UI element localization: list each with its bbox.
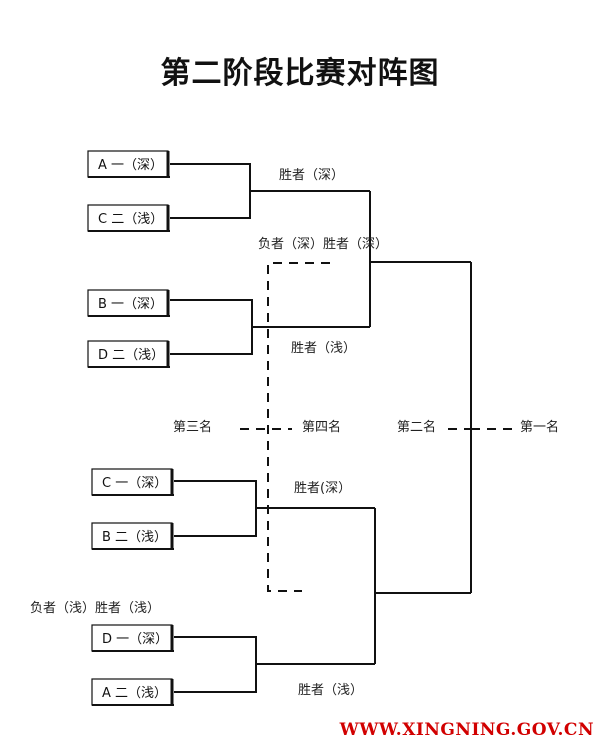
team-label-b2-shallow: B 二（浅）: [102, 530, 167, 545]
team-box-d1-deep: D 一（深）: [91, 624, 174, 652]
team-label-c2-shallow: C 二（浅）: [98, 212, 163, 227]
connector-a1-c2: [170, 163, 251, 219]
team-label-d2-shallow: D 二（浅）: [98, 348, 164, 363]
team-label-a2-shallow: A 二（浅）: [102, 686, 167, 701]
label-third-place: 第三名: [173, 419, 212, 435]
connector-d1-a2: [174, 636, 257, 693]
label-first-place: 第一名: [520, 419, 559, 435]
connector-c1-b2: [174, 480, 257, 537]
bracket-lines: [170, 163, 472, 693]
label-second-place: 第二名: [397, 419, 436, 435]
label-loser-winner-shallow: 负者（浅）胜者（浅）: [30, 601, 160, 616]
team-label-a1-deep: A 一（深）: [98, 158, 163, 173]
team-label-b1-deep: B 一（深）: [98, 297, 163, 312]
team-box-b2-shallow: B 二（浅）: [91, 522, 174, 550]
site-watermark: WWW.XINGNING.GOV.CN: [339, 720, 594, 740]
team-label-d1-deep: D 一（深）: [102, 632, 168, 647]
label-winner-shallow-bottom: 胜者（浅）: [298, 683, 363, 698]
team-box-c2-shallow: C 二（浅）: [87, 204, 170, 232]
team-box-a1-deep: A 一（深）: [87, 150, 170, 178]
third-place-bracket: [267, 262, 330, 592]
label-loser-winner-deep: 负者（深）胜者（深）: [258, 237, 388, 252]
team-box-c1-deep: C 一（深）: [91, 468, 174, 496]
label-fourth-place: 第四名: [302, 419, 341, 435]
label-winner-deep-bottom: 胜者(深）: [294, 481, 351, 496]
team-box-d2-shallow: D 二（浅）: [87, 340, 170, 368]
dashed-lines: [240, 262, 512, 592]
page-title: 第二阶段比赛对阵图: [160, 56, 440, 91]
connector-b1-d2: [170, 299, 253, 355]
team-box-b1-deep: B 一（深）: [87, 289, 170, 317]
team-box-a2-shallow: A 二（浅）: [91, 678, 174, 706]
label-winner-shallow-top: 胜者（浅）: [291, 341, 356, 356]
label-winner-deep-top: 胜者（深）: [279, 168, 344, 183]
team-label-c1-deep: C 一（深）: [102, 476, 167, 491]
